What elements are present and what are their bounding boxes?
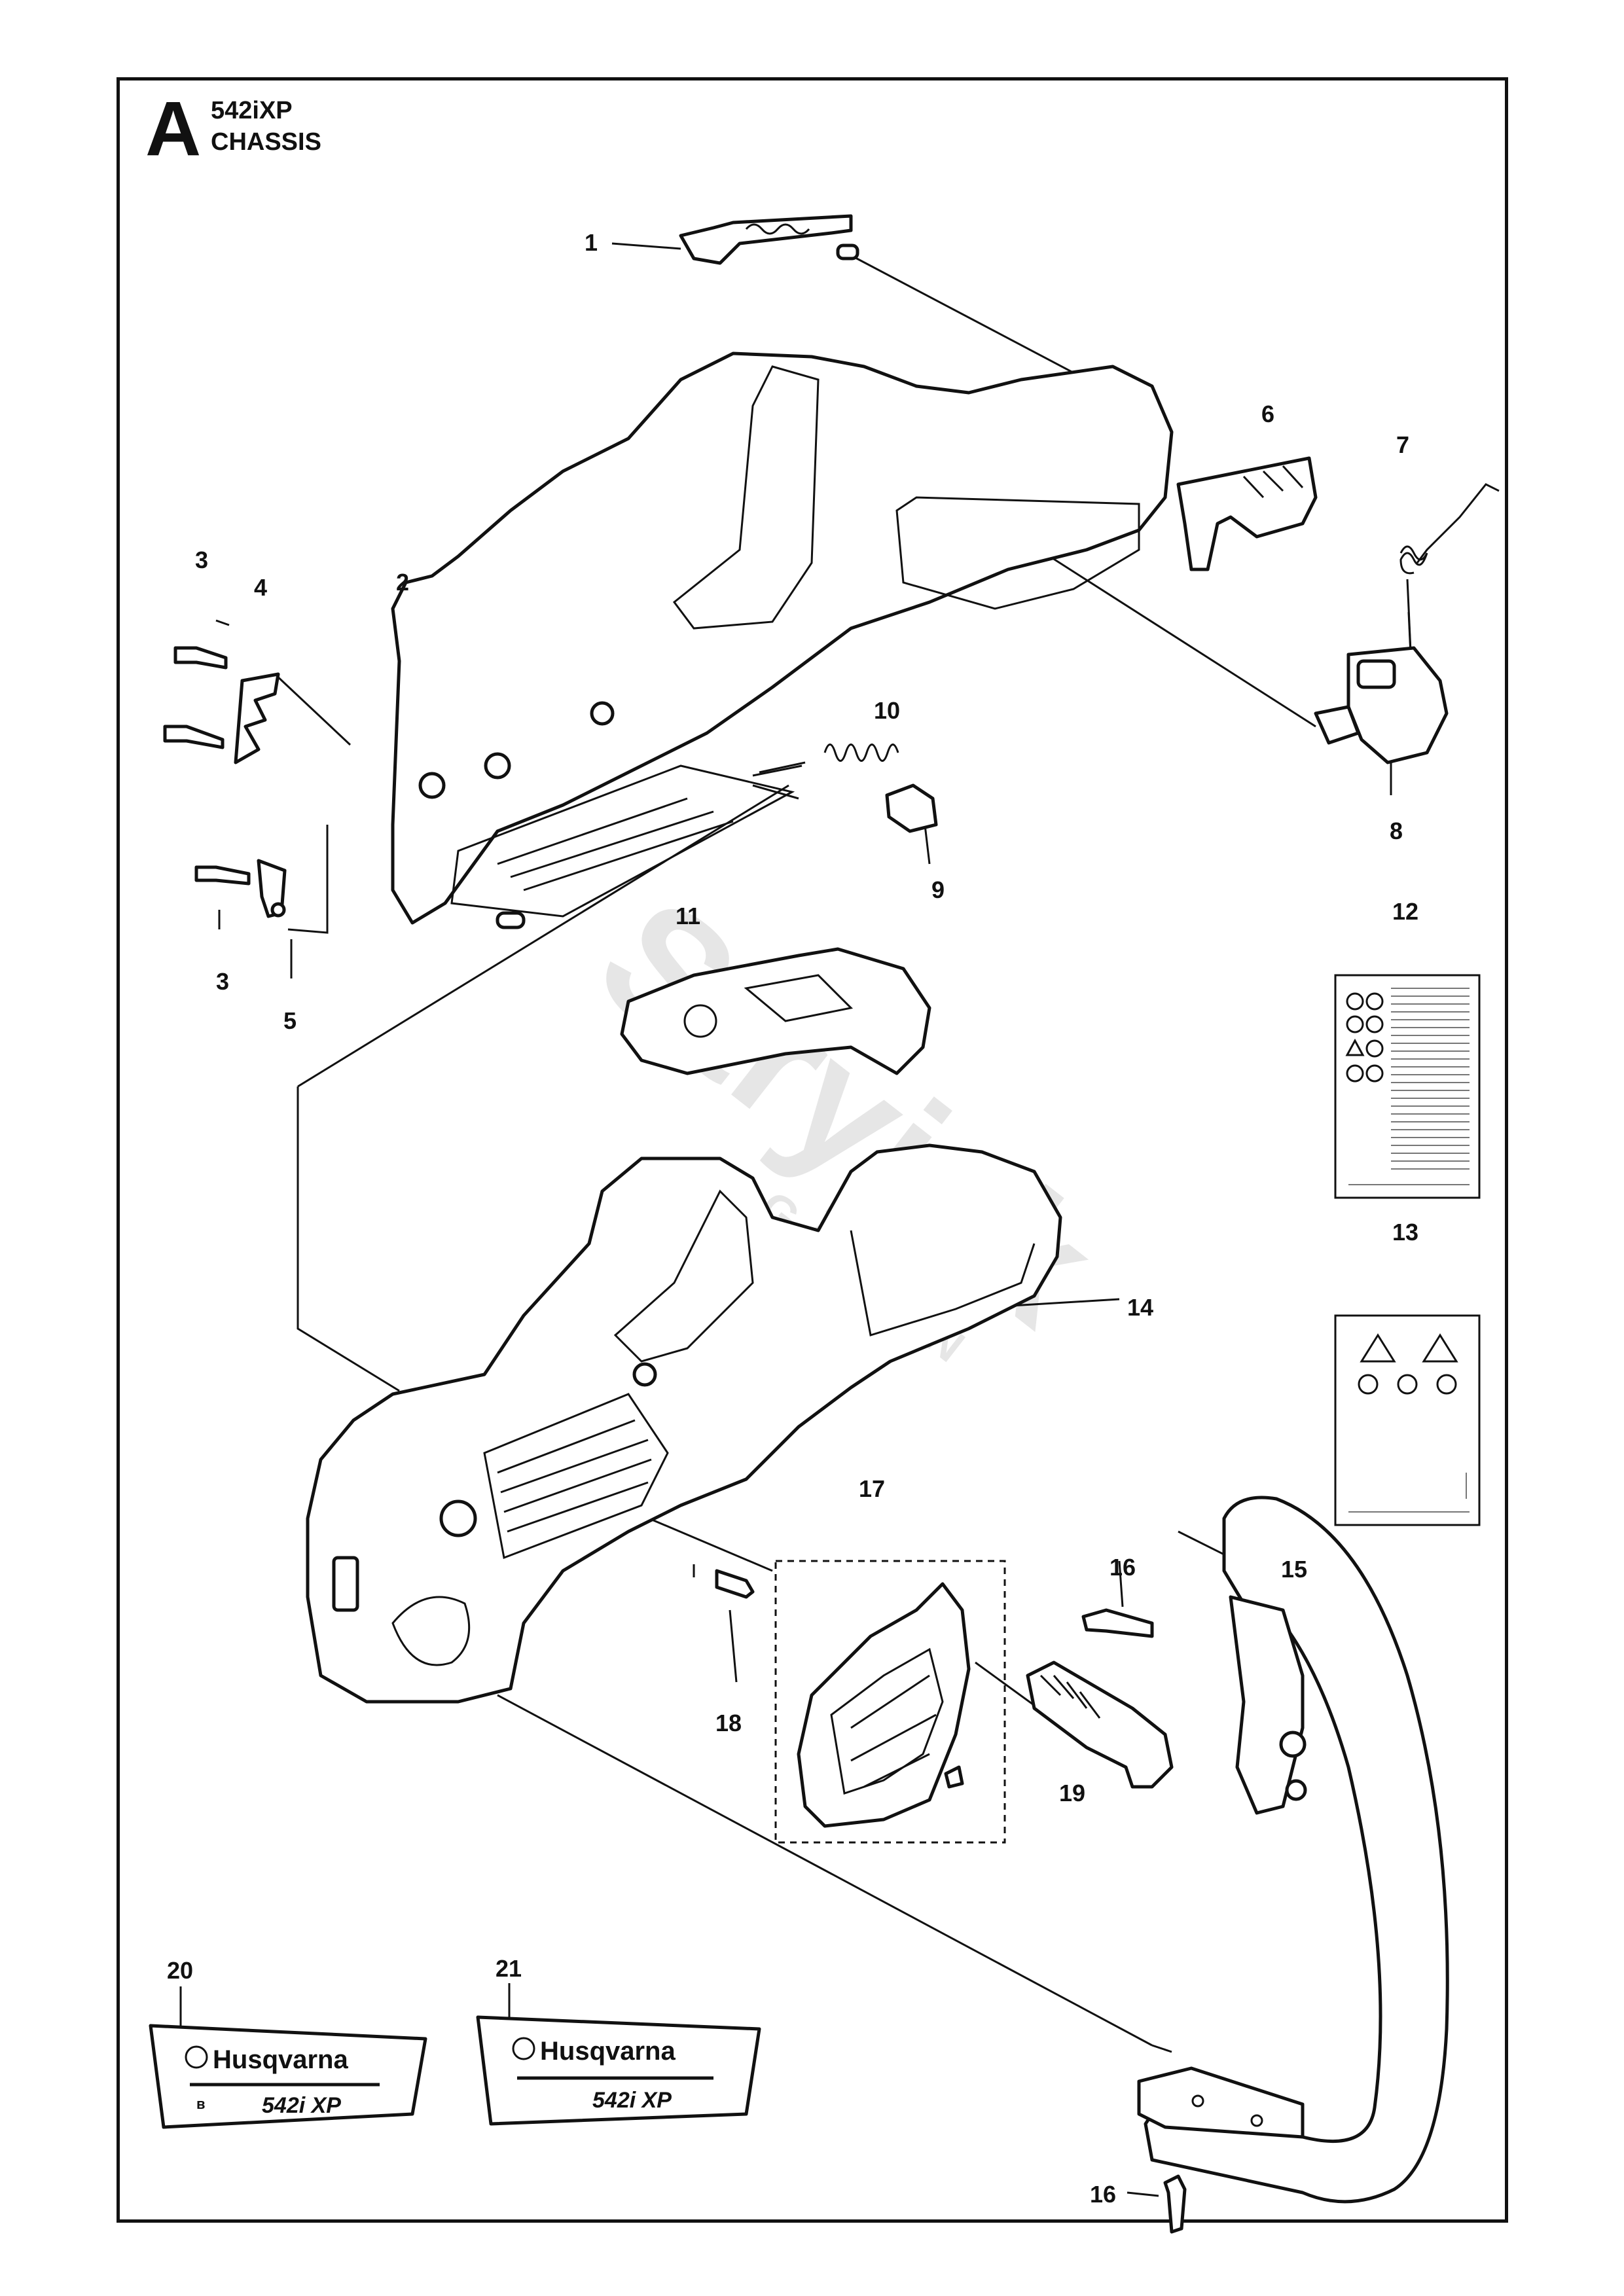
callout-13: 13 [1392,1219,1418,1246]
part-bumper-spike [234,672,280,764]
section-letter: A [145,86,202,172]
callout-21: 21 [496,1955,522,1982]
callout-16-upper: 16 [1110,1554,1136,1581]
callout-3-lower: 3 [216,968,229,995]
part-decal-20: Husqvarna 542i XP ʙ [149,2024,427,2129]
bluetooth-icon: ʙ [196,2096,206,2112]
section-title: CHASSIS [211,128,321,156]
part-screw-18 [715,1569,755,1599]
callout-20: 20 [167,1957,193,1984]
callout-18: 18 [715,1710,742,1736]
model-title: 542iXP [211,97,293,124]
decal-21-model: 542i XP [592,2088,672,2113]
part-decal-21: Husqvarna 542i XP [476,2015,761,2126]
part-rear-handle-chassis [391,351,1174,929]
callout-7: 7 [1396,431,1409,458]
decal-20-brand: Husqvarna [213,2045,348,2074]
part-screws-16 [1081,1608,1187,2234]
part-chain-catcher [1026,1660,1174,1789]
callout-19: 19 [1059,1780,1085,1806]
part-top-cover [620,947,931,1075]
callout-labels: 1 2 3 4 10 6 7 8 9 3 5 11 12 13 14 17 16… [167,229,1418,2208]
callout-15: 15 [1281,1556,1307,1583]
part-throttle-trigger [1176,456,1318,571]
part-screws-3 [163,646,251,886]
callout-5: 5 [283,1007,297,1034]
callout-11: 11 [676,903,700,929]
part-throttle-lock [1314,646,1449,764]
part-lock-block [885,783,938,833]
part-spring-10 [823,744,899,762]
part-warning-label-13 [1334,1314,1481,1526]
callout-8: 8 [1390,817,1403,844]
drawing-frame [117,77,1508,2223]
callout-9: 9 [931,876,945,903]
callout-16-lower: 16 [1090,2181,1116,2208]
callout-14: 14 [1127,1294,1153,1321]
callout-10: 10 [874,697,900,724]
part-front-handle [1137,1496,1449,2204]
decal-20-model: 542i XP [262,2093,341,2118]
part-spring-7 [1399,483,1500,652]
decal-21-brand: Husqvarna [540,2037,676,2066]
callout-3-upper: 3 [195,547,208,573]
callout-1: 1 [585,229,598,256]
part-trigger-lockout [679,214,859,265]
callout-4: 4 [254,574,267,601]
part-warning-label-12 [1334,974,1481,1199]
callout-12: 12 [1392,898,1418,925]
callout-2: 2 [396,569,409,596]
part-side-cover [774,1560,1006,1844]
callout-6: 6 [1261,401,1274,427]
part-clip [257,859,287,918]
part-main-chassis [306,1143,1062,1704]
callout-17: 17 [859,1475,885,1502]
